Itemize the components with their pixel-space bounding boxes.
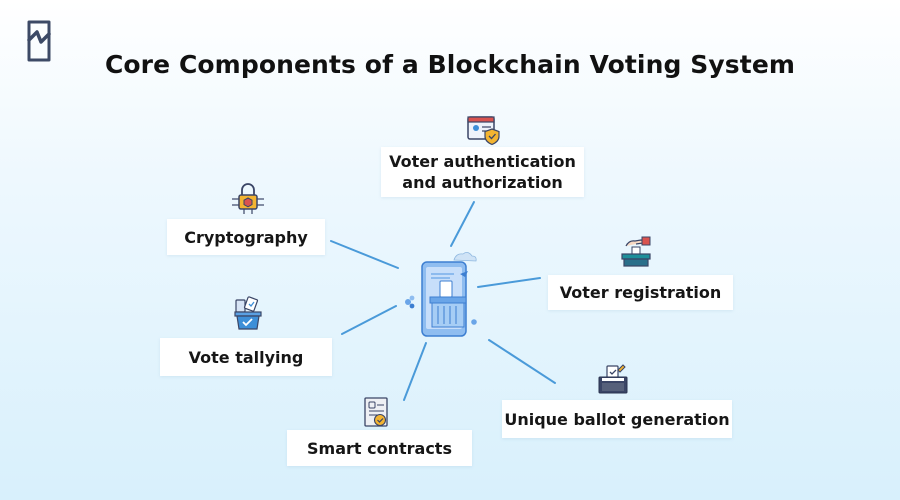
label-cryptography: Cryptography [167, 219, 325, 255]
contract-document-icon [364, 397, 388, 427]
connector-voter-authentication [450, 201, 475, 247]
connector-cryptography [330, 240, 399, 269]
ballot-box-check-icon [598, 364, 628, 394]
ballot-basket-icon [234, 296, 262, 330]
padlock-circuit-icon [232, 183, 264, 214]
hand-ballot-box-icon [621, 236, 651, 267]
phone-ballot-box-icon [405, 252, 477, 337]
id-card-shield-icon [467, 116, 500, 146]
label-voter-authentication-line1: Voter authentication [389, 152, 576, 171]
connector-vote-tallying [341, 305, 397, 335]
connector-voter-registration [477, 277, 541, 288]
page-title: Core Components of a Blockchain Voting S… [104, 50, 796, 79]
label-voter-authentication: Voter authentication and authorization [381, 147, 584, 197]
label-voter-authentication-line2: and authorization [402, 173, 563, 192]
brand-logo-icon [27, 20, 51, 62]
label-vote-tallying: Vote tallying [160, 338, 332, 376]
label-smart-contracts: Smart contracts [287, 430, 472, 466]
label-unique-ballot-generation: Unique ballot generation [502, 400, 732, 438]
connector-smart-contracts [403, 342, 427, 401]
label-voter-registration: Voter registration [548, 275, 733, 310]
connector-unique-ballot [488, 339, 556, 384]
